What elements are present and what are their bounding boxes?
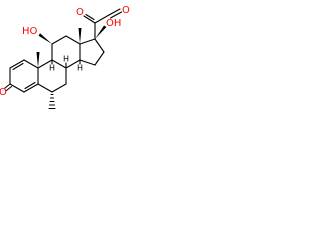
methyl-c6 (48, 93, 56, 110)
ketone-c3: O (0, 83, 13, 98)
hydroxyl-c11: HO (22, 26, 52, 44)
oxygen-20-label: O (76, 7, 84, 18)
hydrogen-14-label: H (77, 64, 83, 73)
bond-c21-o (108, 8, 121, 16)
hydroxyl-11-label: HO (22, 26, 38, 37)
bond-c15-c14 (79, 59, 96, 66)
hydroxyl-c11-wedge (38, 33, 52, 44)
bond-c3-c4 (9, 83, 25, 93)
oxygen-21-label: O (122, 5, 130, 16)
ring-a (9, 59, 39, 93)
ring-c (51, 35, 81, 69)
bond-c4-c5-double (24, 81, 36, 90)
stereo-hydrogens: H H H (49, 55, 83, 73)
ring-d (79, 38, 105, 66)
hydrogen-8-label: H (63, 55, 69, 64)
bond-c4-c5 (23, 83, 39, 93)
bond-c21-o-double (109, 11, 123, 19)
steroid-structure-diagram: O HO H (0, 5, 130, 110)
oxygen-3-label: O (0, 87, 7, 98)
methyl-c13-wedge (78, 28, 82, 44)
bond-c20-c21 (94, 14, 110, 24)
bond-c9-c10 (37, 59, 53, 69)
bond-c14-c8 (65, 59, 81, 69)
bond-c20-o-double (85, 13, 95, 21)
hydrogen-9-label: H (49, 64, 55, 73)
bond-c3-o-double (5, 85, 13, 92)
bond-c13-c17 (79, 38, 96, 45)
bond-c8-c9 (51, 59, 67, 69)
bond-c10-c1 (23, 59, 39, 69)
ring-b (37, 59, 67, 93)
bond-c12-c13 (65, 35, 81, 45)
bond-c3-o (4, 83, 11, 89)
bond-c16-c15 (94, 51, 105, 66)
methyl-c10-wedge (36, 52, 40, 68)
bond-c6-c7 (51, 83, 67, 93)
bond-c1-c2 (9, 59, 25, 69)
bond-c1-c2-double (12, 62, 24, 71)
bond-c11-c12 (51, 35, 67, 45)
hydroxyl-17-label: OH (106, 18, 121, 29)
hydroxyl-c17-wedge (95, 25, 107, 39)
c17-side-chain: OH O O (76, 5, 130, 40)
bond-c5-c6 (37, 83, 53, 93)
bond-c20-o (83, 15, 96, 24)
bond-c17-c16 (94, 38, 105, 53)
